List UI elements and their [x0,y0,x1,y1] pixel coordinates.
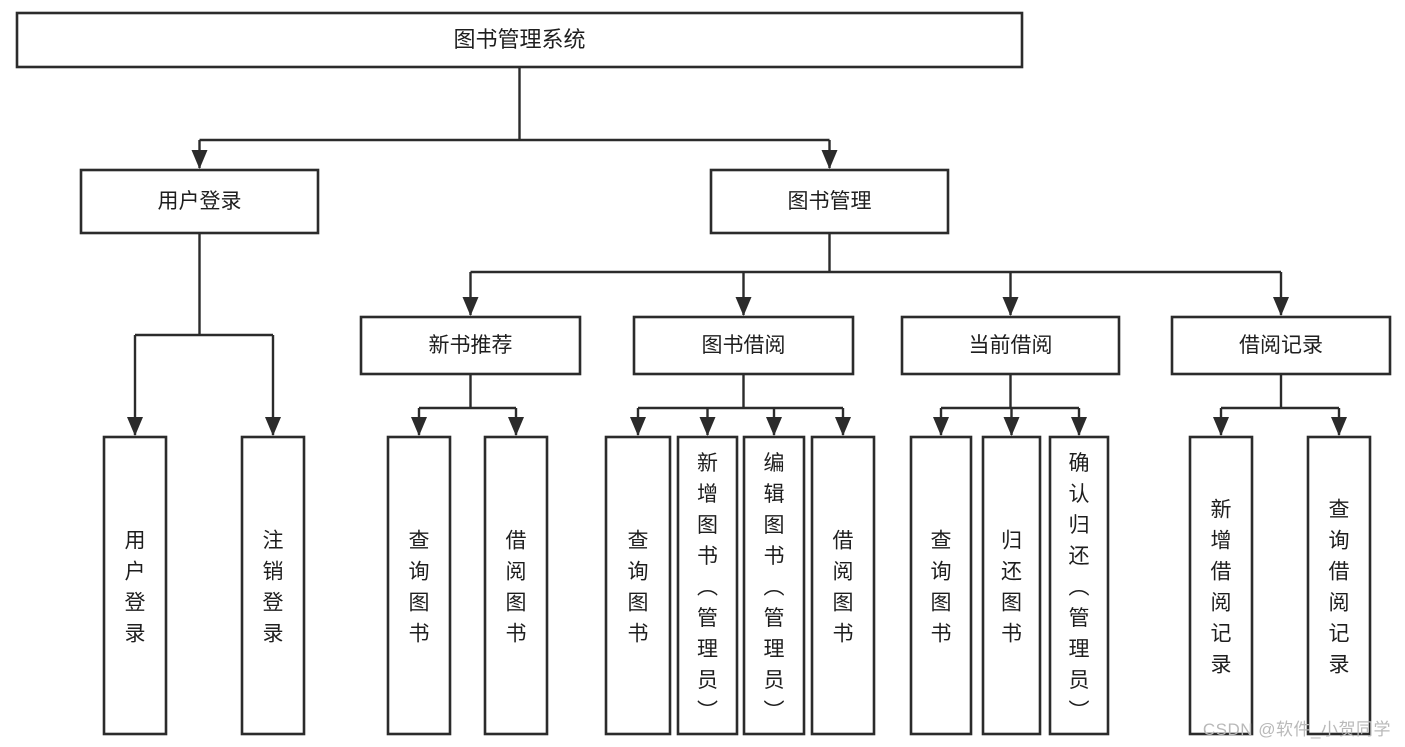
node-label-vertical: 确认归还︵管理员︶ [1069,452,1090,723]
arrow-head-icon [411,417,427,436]
node-box-leaf-query-book-2[interactable] [604,435,672,736]
node-label-vertical: 借阅图书 [833,530,854,646]
node-box-leaf-confirm-return[interactable] [1048,435,1110,736]
node-box-current-borrow[interactable] [900,315,1121,376]
arrow-head-icon [1002,297,1019,316]
arrow-head-icon [1213,417,1229,436]
arrow-head-icon [462,297,479,316]
node-box-leaf-query-record[interactable] [1306,435,1372,736]
node-box-root[interactable] [15,11,1024,69]
arrow-head-icon [1071,417,1087,436]
node-label-vertical: 查询借阅记录 [1329,499,1350,677]
node-label-vertical: 借阅图书 [506,530,527,646]
node-box-book-manage[interactable] [709,168,950,235]
node-label: 新书推荐 [429,334,513,357]
node-label-vertical: 用户登录 [125,530,146,646]
arrow-head-icon [821,150,838,169]
node-box-leaf-query-book-1[interactable] [386,435,452,736]
node-label: 用户登录 [158,190,242,213]
node-layer: 图书管理系统用户登录图书管理新书推荐图书借阅当前借阅借阅记录用户登录注销登录查询… [15,11,1392,736]
node-box-leaf-user-logout[interactable] [240,435,306,736]
node-box-borrow-record[interactable] [1170,315,1392,376]
arrow-head-icon [699,417,716,436]
arrow-head-icon [1273,297,1289,316]
node-label: 图书管理 [788,190,872,213]
node-box-leaf-add-record[interactable] [1188,435,1254,736]
arrow-head-icon [766,417,782,436]
node-label-vertical: 注销登录 [263,530,284,646]
arrow-head-icon [1331,417,1347,436]
node-label: 借阅记录 [1239,334,1323,357]
node-box-leaf-borrow-book-1[interactable] [483,435,549,736]
csdn-watermark: CSDN @软件_小贺同学 [1202,720,1391,739]
node-label: 图书借阅 [702,334,786,357]
node-box-leaf-user-login[interactable] [102,435,168,736]
arrow-head-icon [630,417,646,436]
node-label-vertical: 查询图书 [409,530,430,646]
edge-layer [127,67,1347,436]
arrow-head-icon [191,150,208,169]
node-label-vertical: 查询图书 [931,530,952,646]
arrow-head-icon [127,417,143,436]
node-box-new-book-recommend[interactable] [359,315,582,376]
node-box-leaf-borrow-book-2[interactable] [810,435,876,736]
arrow-head-icon [835,417,851,436]
node-box-book-borrow[interactable] [632,315,855,376]
node-box-leaf-query-book-3[interactable] [909,435,973,736]
node-box-leaf-return-book[interactable] [981,435,1042,736]
node-label-vertical: 归还图书 [1001,530,1022,646]
node-label: 图书管理系统 [453,27,585,52]
arrow-head-icon [933,417,949,436]
node-label-vertical: 新增图书︵管理员︶ [697,452,718,723]
node-box-leaf-edit-book[interactable] [742,435,806,736]
node-box-user-login[interactable] [79,168,320,235]
node-label-vertical: 编辑图书︵管理员︶ [764,452,785,723]
arrow-head-icon [735,297,752,316]
arrow-head-icon [508,417,524,436]
node-box-leaf-add-book[interactable] [676,435,739,736]
node-label-vertical: 查询图书 [628,530,649,646]
arrow-head-icon [265,417,281,436]
node-label: 当前借阅 [969,334,1053,357]
arrow-head-icon [1003,417,1020,436]
node-label-vertical: 新增借阅记录 [1211,499,1232,677]
